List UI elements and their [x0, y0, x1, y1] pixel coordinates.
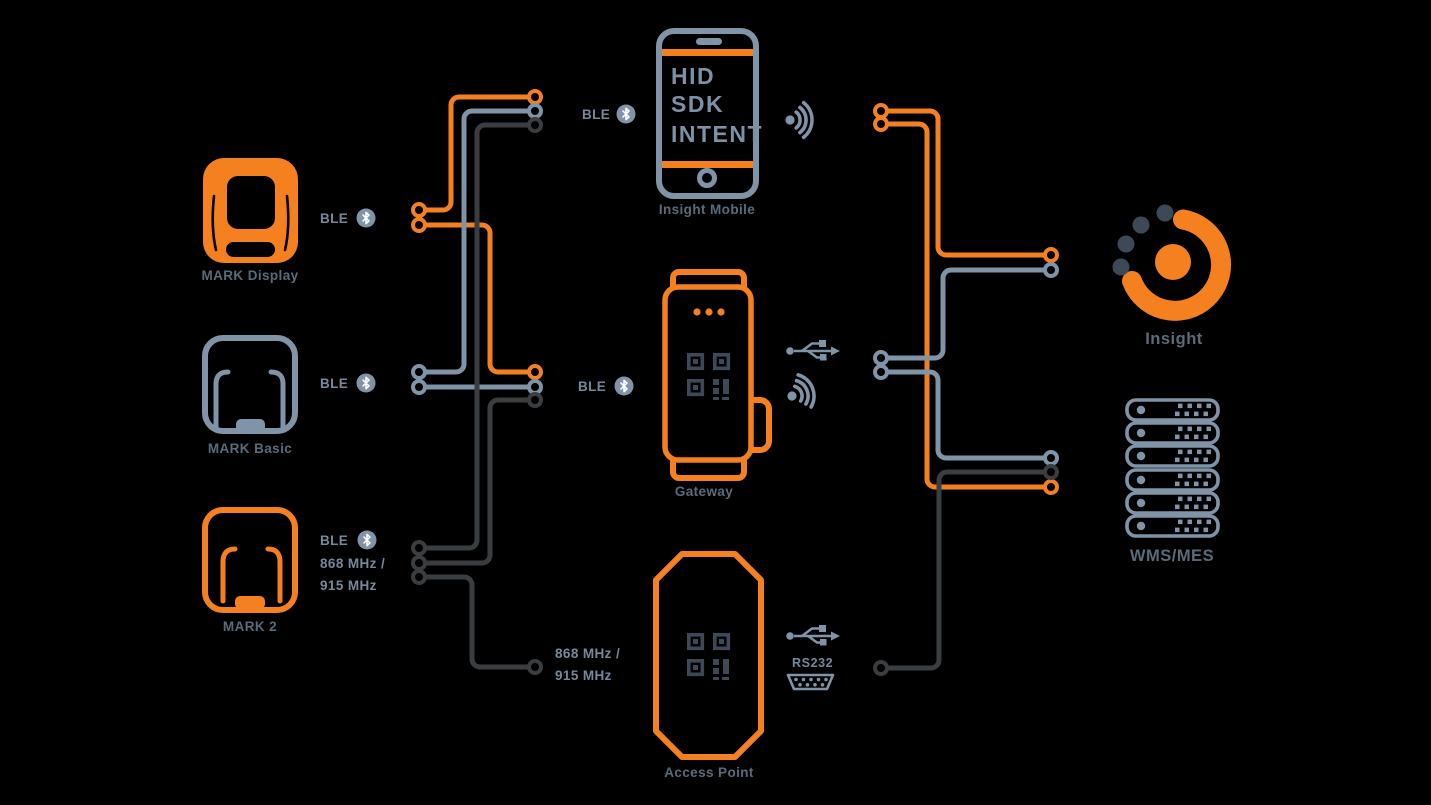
bluetooth-icon — [356, 529, 378, 551]
link-mark-display-gateway — [416, 222, 538, 375]
access-point-radio-label-1: 868 MHz / — [555, 646, 620, 661]
link-access-point-wms — [878, 469, 1054, 671]
insight-logo — [1112, 204, 1232, 321]
access-point-radio: 868 MHz / 915 MHz — [555, 646, 620, 683]
gateway-label: Gateway — [675, 484, 733, 499]
mark-display-ble-label: BLE — [320, 211, 348, 226]
link-gateway-insight — [878, 267, 1054, 361]
mark-2-label: MARK 2 — [223, 619, 277, 634]
gateway-ble: BLE — [578, 375, 635, 397]
bluetooth-icon — [355, 372, 377, 394]
mark-display-ble: BLE — [320, 207, 377, 229]
link-mark-2-gateway — [416, 397, 538, 566]
link-mark-2-access-point — [416, 574, 538, 670]
insight-mobile-ble: BLE — [582, 103, 637, 125]
bluetooth-icon — [613, 375, 635, 397]
access-point-label: Access Point — [664, 765, 754, 780]
mark-2-device — [202, 507, 298, 613]
insight-mobile-device: HID SDK INTENT — [656, 28, 763, 199]
phone-screen-line-hid: HID — [671, 63, 715, 89]
mark-2-radio-label-2: 915 MHz — [320, 578, 377, 593]
serial-port: RS232 — [786, 656, 835, 691]
mark-basic-label: MARK Basic — [208, 441, 292, 456]
gateway-ble-label: BLE — [578, 379, 606, 394]
gateway-device — [662, 269, 772, 481]
connector-endpoints — [411, 89, 1059, 676]
mark-2-connectivity: BLE 868 MHz / 915 MHz — [320, 529, 385, 593]
access-point-radio-label-2: 915 MHz — [555, 668, 612, 683]
server-stack-icon — [1125, 398, 1220, 538]
rs232-label: RS232 — [792, 656, 833, 670]
wms-mes-label: WMS/MES — [1130, 547, 1214, 565]
mark-display-label: MARK Display — [201, 268, 298, 283]
phone-screen-line-sdk: SDK — [671, 91, 724, 117]
link-mark-basic-insight-mobile — [416, 108, 538, 375]
qr-code-icon — [686, 632, 731, 682]
insight-label: Insight — [1145, 330, 1203, 348]
bluetooth-icon — [615, 103, 637, 125]
bluetooth-icon — [355, 207, 377, 229]
serial-connector-icon — [786, 673, 835, 691]
mark-basic-ble: BLE — [320, 372, 377, 394]
mark-basic-ble-label: BLE — [320, 376, 348, 391]
usb-icon — [784, 623, 842, 647]
wifi-icon — [779, 369, 821, 416]
connection-lines — [416, 94, 1054, 671]
usb-icon — [784, 338, 842, 362]
mark-2-ble-label: BLE — [320, 533, 348, 548]
phone-screen-line-intent: INTENT — [671, 121, 763, 147]
mark-basic-device — [202, 335, 298, 434]
link-mark-display-insight-mobile — [416, 94, 538, 213]
link-gateway-wms — [878, 369, 1054, 461]
link-insight-mobile-wms — [878, 121, 1054, 490]
mark-display-device — [203, 158, 298, 263]
wifi-icon — [783, 100, 814, 140]
mark-2-radio-label-1: 868 MHz / — [320, 556, 385, 571]
link-mark-2-insight-mobile — [416, 122, 538, 551]
link-insight-mobile-insight — [878, 108, 1054, 258]
insight-mobile-label: Insight Mobile — [659, 202, 755, 217]
access-point-device — [653, 551, 764, 760]
insight-mobile-ble-label: BLE — [582, 107, 610, 122]
